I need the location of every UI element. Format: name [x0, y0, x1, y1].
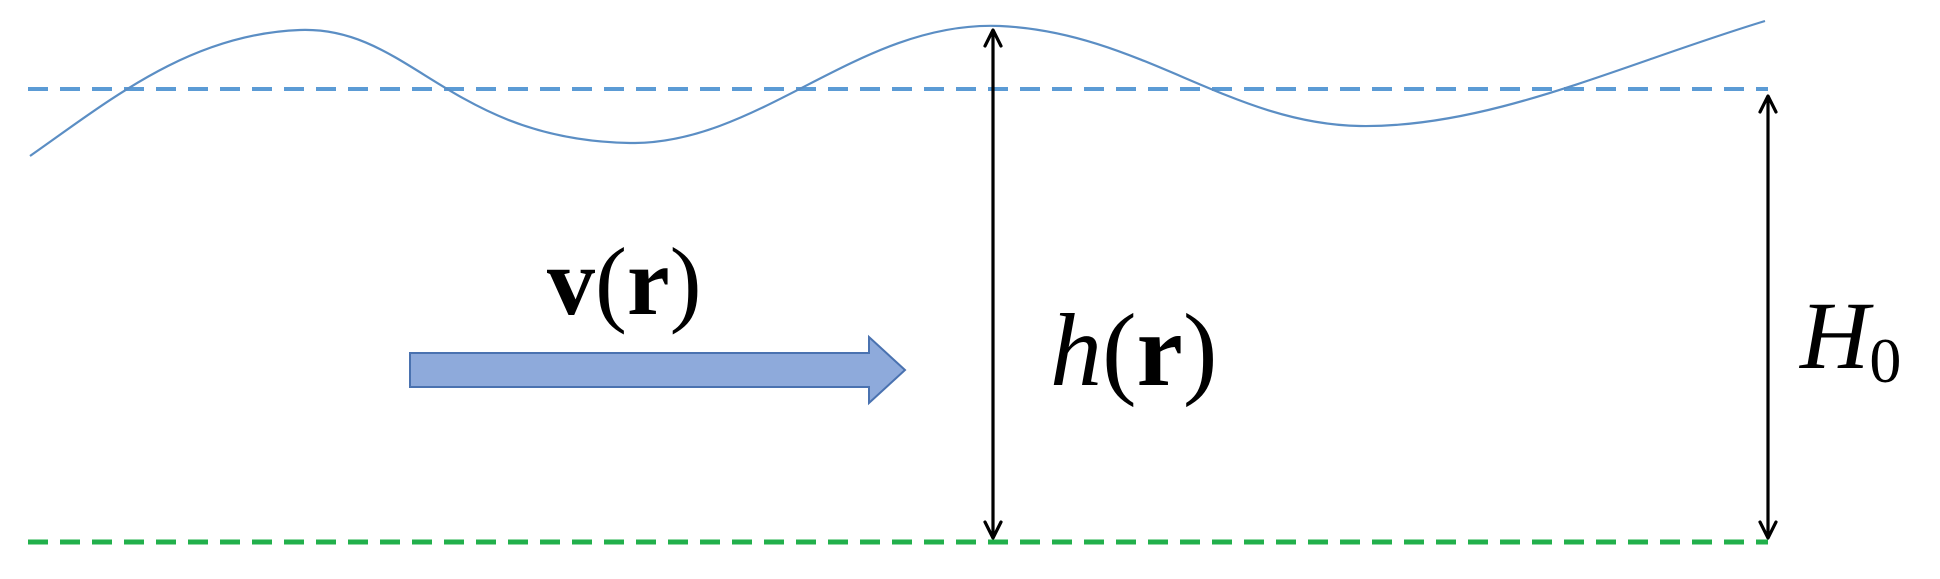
height-symbol: h	[1050, 293, 1102, 408]
mean-depth-label: H0	[1798, 282, 1901, 396]
velocity-symbol: v	[547, 228, 595, 335]
velocity-argument: r	[627, 228, 670, 335]
velocity-open-paren: (	[595, 228, 627, 335]
mean-depth-symbol: H	[1798, 282, 1874, 389]
height-open-paren: (	[1102, 293, 1137, 408]
velocity-close-paren: )	[670, 228, 702, 335]
mean-depth-subscript: 0	[1869, 325, 1901, 396]
flow-arrow	[409, 334, 907, 406]
velocity-label: v(r)	[547, 228, 702, 335]
height-label: h(r)	[1050, 293, 1217, 408]
height-argument: r	[1137, 293, 1183, 408]
height-close-paren: )	[1183, 293, 1218, 408]
free-surface-wave	[29, 19, 1766, 157]
